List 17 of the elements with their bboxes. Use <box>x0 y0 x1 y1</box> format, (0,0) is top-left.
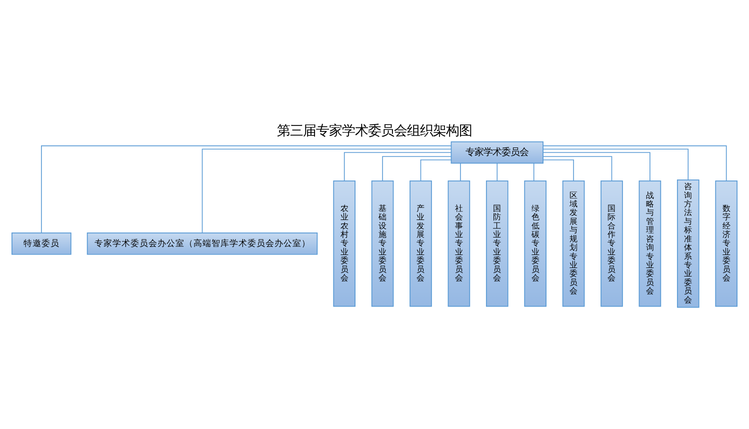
node-box: 专家学术委员会 <box>450 141 544 164</box>
connector <box>496 162 498 182</box>
connector <box>41 145 452 234</box>
connector <box>542 156 612 182</box>
connector <box>533 162 534 182</box>
connector <box>202 148 452 234</box>
node-box: 专家学术委员会办公室（高端智库学术委员会办公室） <box>86 232 318 255</box>
connector <box>460 162 461 182</box>
node-box: 特邀委员 <box>12 232 72 255</box>
connector <box>542 159 574 182</box>
connector <box>542 152 650 182</box>
diagram-title: 第三届专家学术委员会组织架构图 <box>277 124 472 140</box>
connector <box>542 145 727 182</box>
connector <box>382 156 452 182</box>
connector <box>344 152 452 182</box>
connector <box>420 159 452 182</box>
connector <box>542 148 689 180</box>
